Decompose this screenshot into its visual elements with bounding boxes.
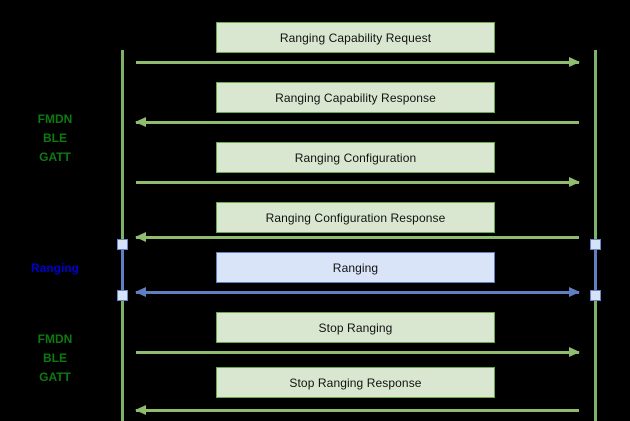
right-activation-anchor-top xyxy=(590,239,601,250)
right-lifeline-upper xyxy=(594,50,597,245)
message-box-stop-ranging: Stop Ranging xyxy=(216,312,495,343)
message-arrow-stop-ranging-response xyxy=(135,405,579,415)
arrow-head-right-icon xyxy=(569,57,580,67)
left-lifeline-lower xyxy=(121,296,124,421)
arrow-shaft xyxy=(136,409,579,412)
right-activation-anchor-bottom xyxy=(590,290,601,301)
arrow-shaft xyxy=(136,121,579,124)
left-lifeline-ranging-segment xyxy=(121,245,124,297)
right-lifeline-lower xyxy=(594,296,597,421)
left-activation-anchor-top xyxy=(117,239,128,250)
message-box-ranging-configuration-response: Ranging Configuration Response xyxy=(216,202,495,233)
message-box-ranging-capability-response: Ranging Capability Response xyxy=(216,82,495,113)
arrow-shaft xyxy=(136,181,579,184)
message-box-ranging-configuration: Ranging Configuration xyxy=(216,142,495,173)
left-lifeline-upper xyxy=(121,50,124,245)
message-arrow-ranging-configuration xyxy=(136,177,580,187)
arrow-head-left-icon xyxy=(135,117,146,127)
phase-label-ranging: Ranging xyxy=(31,261,79,275)
left-activation-anchor-bottom xyxy=(117,290,128,301)
message-arrow-ranging-capability-request xyxy=(136,57,580,67)
arrow-shaft xyxy=(136,236,579,239)
arrow-shaft xyxy=(136,351,579,354)
message-arrow-ranging-configuration-response xyxy=(135,232,579,242)
right-lifeline-ranging-segment xyxy=(594,245,597,297)
message-arrow-ranging xyxy=(135,287,580,297)
phase-label-fmdn-ble-gatt-top: FMDN BLE GATT xyxy=(37,112,73,164)
message-arrow-stop-ranging xyxy=(136,347,580,357)
message-arrow-ranging-capability-response xyxy=(135,117,579,127)
arrow-head-left-icon xyxy=(135,287,146,297)
arrow-head-left-icon xyxy=(135,405,146,415)
arrow-head-right-icon xyxy=(569,347,580,357)
arrow-head-right-icon xyxy=(569,177,580,187)
message-box-ranging-capability-request: Ranging Capability Request xyxy=(216,22,495,53)
arrow-shaft xyxy=(136,291,579,294)
arrow-head-left-icon xyxy=(135,232,146,242)
phase-label-fmdn-ble-gatt-bottom: FMDN BLE GATT xyxy=(37,332,73,384)
message-box-stop-ranging-response: Stop Ranging Response xyxy=(216,367,495,398)
arrow-shaft xyxy=(136,61,579,64)
message-box-ranging: Ranging xyxy=(216,252,495,283)
arrow-head-right-icon xyxy=(569,287,580,297)
